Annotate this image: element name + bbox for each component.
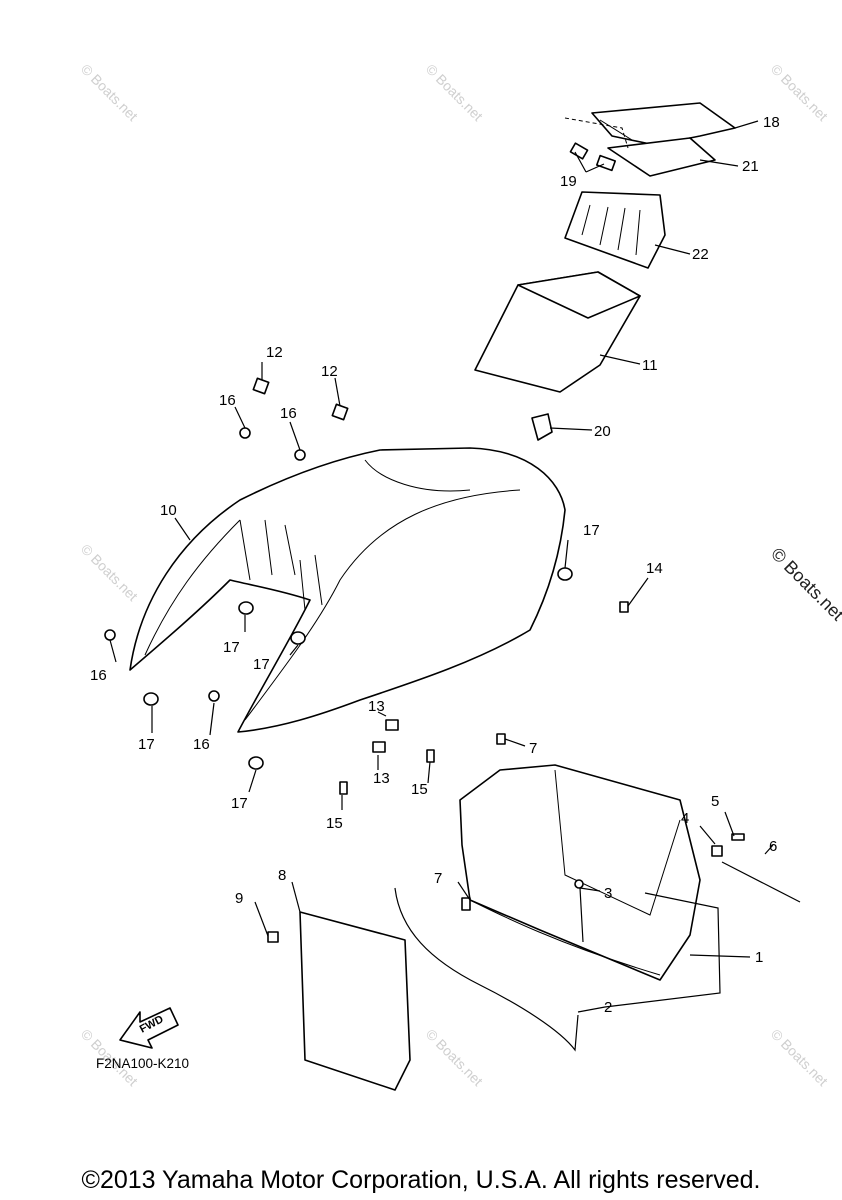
watermark-1: © Boats.net [78,61,141,124]
callout-16c: 16 [90,667,107,684]
watermark-7: © Boats.net [423,1026,486,1089]
leader-lines [109,120,774,1013]
callout-12b: 12 [321,363,338,380]
part-8-cover-plate [299,911,411,1091]
watermark-8: © Boats.net [768,1026,831,1089]
callout-17d: 17 [231,795,248,812]
callout-15a: 15 [411,781,428,798]
callout-16a: 16 [219,392,236,409]
callout-7a: 7 [529,740,537,757]
callout-17e: 17 [583,522,600,539]
part-20-clip [531,413,553,441]
callout-3: 3 [604,885,612,902]
callout-21: 21 [742,158,759,175]
part-11-storage-bucket [474,271,641,393]
callout-12a: 12 [266,344,283,361]
watermark-2: © Boats.net [423,61,486,124]
callout-6: 6 [769,838,777,855]
part-1-storage-tray [459,764,701,981]
callout-22: 22 [692,246,709,263]
callout-10: 10 [160,502,177,519]
part-19-fittings [564,117,629,172]
callout-17c: 17 [138,736,155,753]
callout-2: 2 [604,999,612,1016]
callout-19: 19 [560,173,577,190]
part-6-strap [721,861,801,903]
part-10-rear-hood [129,447,566,733]
callout-17b: 17 [253,656,270,673]
part-2-seal-strip [394,887,579,1052]
callout-4: 4 [681,810,689,827]
copyright-footer: ©2013 Yamaha Motor Corporation, U.S.A. A… [81,1166,761,1194]
callout-15b: 15 [326,815,343,832]
fwd-arrow: FWD [119,1007,179,1049]
callout-16b: 16 [280,405,297,422]
callout-5: 5 [711,793,719,810]
callout-18: 18 [763,114,780,131]
part-18-lid [591,102,736,146]
callouts: 1821192211201212161610171717171716161413… [90,114,780,1016]
callout-11: 11 [642,357,658,374]
watermark-4: © Boats.net [78,541,141,604]
callout-20: 20 [594,423,611,440]
callout-14: 14 [646,560,663,577]
callout-9: 9 [235,890,243,907]
callout-16d: 16 [193,736,210,753]
callout-7b: 7 [434,870,442,887]
callout-17a: 17 [223,639,240,656]
part-22-insert [564,191,666,269]
figure-code: F2NA100-K210 [96,1056,189,1071]
callout-13b: 13 [373,770,390,787]
part-21-gasket [607,137,716,177]
callout-8: 8 [278,867,286,884]
watermark-edge: © Boats.net [767,544,842,625]
callout-1: 1 [755,949,763,966]
callout-13a: 13 [368,698,385,715]
